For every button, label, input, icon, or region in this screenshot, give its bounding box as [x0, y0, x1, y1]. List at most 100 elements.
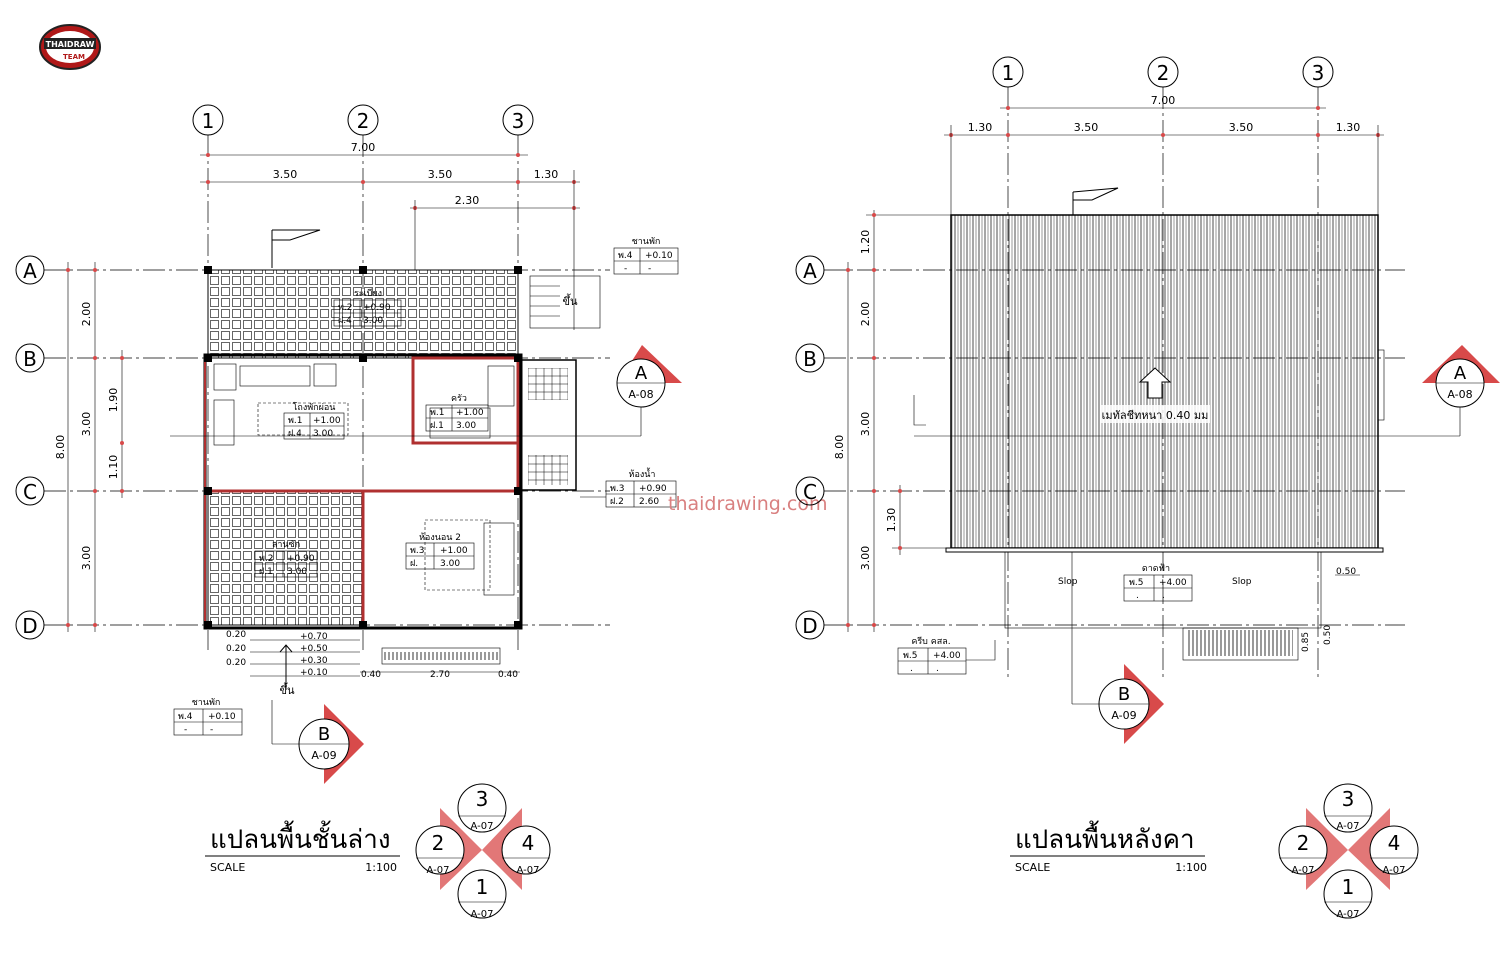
svg-text:3.00: 3.00	[80, 412, 93, 437]
grid-col-1-roof: 1	[992, 56, 1024, 88]
key-plan-right: 3 A-07 2 A-07 4 A-07 1 A-07	[1278, 783, 1419, 920]
svg-text:ฝ.: ฝ.	[410, 559, 418, 569]
svg-text:3.00: 3.00	[80, 546, 93, 571]
svg-text:A-07: A-07	[1337, 821, 1360, 832]
svg-text:SCALE: SCALE	[1015, 861, 1050, 874]
room-tag-landing-bottom: ชานพัก พ.4 +0.10 - -	[173, 698, 243, 736]
svg-text:+1.00: +1.00	[440, 546, 468, 556]
veranda-floor	[207, 269, 519, 359]
svg-text:B: B	[803, 347, 817, 371]
bottom-balustrade: 0.40 2.70 0.40	[360, 647, 520, 680]
svg-text:ครัว: ครัว	[451, 394, 467, 404]
watermark: thaidrawing.com	[668, 493, 827, 515]
svg-text:2.60: 2.60	[639, 497, 659, 507]
dimensions-left: 8.00 2.00 3.00 3.00 1.90 1.10	[54, 262, 124, 632]
svg-text:เมทัลชีทหนา 0.40 มม: เมทัลชีทหนา 0.40 มม	[1102, 409, 1209, 422]
left-plan-title: แปลนพื้นชั้นล่าง	[210, 820, 391, 855]
svg-text:2: 2	[357, 109, 370, 133]
room-tag-veranda: ระเบียง พ.2 +0.90 ฝ.4 3.00	[333, 288, 402, 327]
svg-text:1: 1	[476, 875, 489, 899]
svg-text:1: 1	[202, 109, 215, 133]
grid-col-3: 3	[502, 104, 534, 136]
svg-text:พ.1: พ.1	[288, 416, 303, 426]
svg-text:1.10: 1.10	[107, 455, 120, 480]
svg-text:พ.4: พ.4	[618, 251, 633, 261]
svg-text:A-07: A-07	[471, 821, 494, 832]
grid-row-c-roof: C	[795, 476, 825, 506]
svg-text:Slop: Slop	[1232, 577, 1252, 587]
svg-text:A: A	[23, 259, 37, 283]
svg-text:พ.5: พ.5	[903, 651, 918, 661]
columns	[204, 266, 522, 629]
svg-text:+0.90: +0.90	[363, 303, 391, 313]
svg-text:1.20: 1.20	[859, 230, 872, 255]
svg-text:+0.10: +0.10	[645, 251, 673, 261]
svg-text:พ.2: พ.2	[338, 303, 353, 313]
svg-text:SCALE: SCALE	[210, 861, 245, 874]
svg-text:3: 3	[1312, 61, 1325, 85]
svg-text:A-07: A-07	[427, 865, 450, 876]
svg-text:A-07: A-07	[1292, 865, 1315, 876]
svg-text:A-09: A-09	[1111, 709, 1136, 722]
grid-row-a-roof: A	[795, 255, 825, 285]
svg-text:1.30: 1.30	[968, 121, 993, 134]
svg-text:C: C	[23, 480, 37, 504]
grid-row-c: C	[15, 476, 45, 506]
svg-text:ฝ.1: ฝ.1	[430, 421, 444, 431]
svg-text:2: 2	[432, 831, 445, 855]
svg-text:3: 3	[512, 109, 525, 133]
svg-text:8.00: 8.00	[54, 435, 67, 460]
room-tag-kitchen: ครัว พ.1 +1.00 ฝ.1 3.00	[425, 394, 489, 432]
dim-total-width: 7.00	[351, 141, 376, 154]
svg-text:+0.10: +0.10	[300, 668, 328, 678]
section-marker-a-roof: A A-08	[913, 345, 1500, 437]
svg-text:ห้องน้ำ: ห้องน้ำ	[629, 467, 656, 480]
room-tag-laundry: ลานซัก พ.2 +0.90 ฝ.1 3.00	[254, 540, 318, 578]
room-tag-bathroom: ห้องน้ำ พ.3 +0.90 ฝ.2 2.60	[580, 467, 677, 508]
svg-text:3.50: 3.50	[1229, 121, 1254, 134]
svg-text:2.00: 2.00	[859, 302, 872, 327]
svg-text:-: -	[210, 725, 213, 735]
svg-text:D: D	[22, 614, 37, 638]
svg-text:ฝ.4: ฝ.4	[288, 429, 302, 439]
stair-top: ขึ้น	[529, 275, 601, 329]
flag-marker-roof	[1072, 187, 1119, 215]
svg-text:1: 1	[1342, 875, 1355, 899]
roof-note: เมทัลชีทหนา 0.40 มม	[1100, 367, 1210, 423]
svg-text:4: 4	[1388, 831, 1401, 855]
svg-text:A-08: A-08	[1447, 388, 1472, 401]
svg-text:ครีบ คสล.: ครีบ คสล.	[911, 636, 950, 647]
svg-text:1.90: 1.90	[107, 388, 120, 413]
grid-row-a: A	[15, 255, 45, 285]
grid-col-1: 1	[192, 104, 224, 136]
svg-text:พ.3: พ.3	[410, 546, 425, 556]
svg-text:0.20: 0.20	[226, 658, 246, 668]
section-marker-b-roof: B A-09	[1071, 552, 1164, 744]
grid-col-3-roof: 3	[1302, 56, 1334, 88]
svg-text:1:100: 1:100	[365, 861, 397, 874]
key-plan-left: 3 A-07 2 A-07 4 A-07 1 A-07	[415, 783, 551, 920]
svg-text:1:100: 1:100	[1175, 861, 1207, 874]
svg-text:ฝ.1: ฝ.1	[259, 567, 273, 577]
svg-text:1: 1	[1002, 61, 1015, 85]
svg-text:Slop: Slop	[1058, 577, 1078, 587]
grid-col-2-roof: 2	[1147, 56, 1179, 88]
svg-text:ฝ.2: ฝ.2	[610, 497, 624, 507]
svg-text:3.00: 3.00	[440, 559, 460, 569]
svg-text:พ.5: พ.5	[1129, 578, 1144, 588]
right-plan-title: แปลนพื้นหลังคา	[1015, 820, 1195, 855]
svg-text:+0.90: +0.90	[287, 554, 315, 564]
svg-text:B: B	[23, 347, 37, 371]
svg-text:2.00: 2.00	[80, 302, 93, 327]
svg-text:3.00: 3.00	[456, 421, 476, 431]
svg-text:3.00: 3.00	[313, 429, 333, 439]
svg-text:.: .	[1136, 591, 1139, 601]
svg-text:.: .	[936, 664, 939, 674]
svg-text:+0.10: +0.10	[208, 712, 236, 722]
svg-text:B: B	[318, 724, 330, 745]
svg-text:-: -	[624, 264, 627, 274]
grid-col-2: 2	[347, 104, 379, 136]
svg-text:ระเบียง: ระเบียง	[354, 288, 382, 299]
svg-text:ดาดฟ้า: ดาดฟ้า	[1142, 563, 1170, 574]
svg-text:พ.3: พ.3	[610, 484, 625, 494]
